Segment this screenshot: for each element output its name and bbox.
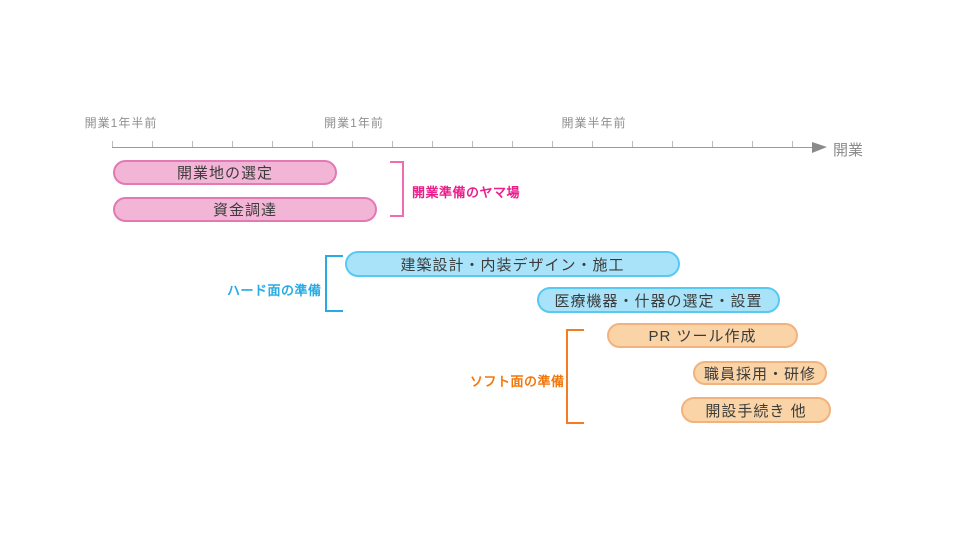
axis-label-opening: 開業 [833,142,864,159]
bar-equipment-selection-installation: 医療機器・什器の選定・設置 [537,287,780,313]
axis-label-12mo: 開業1年前 [324,116,384,130]
axis-label-6mo: 開業半年前 [561,116,627,130]
timeline-axis [112,147,815,148]
axis-arrow-icon [812,142,827,153]
bracket-hard [325,255,343,312]
bar-fundraising: 資金調達 [113,197,377,222]
group-label-hard: ハード面の準備 [227,283,322,298]
bar-architecture-interior-construction: 建築設計・内装デザイン・施工 [345,251,680,277]
group-label-peak: 開業準備のヤマ場 [412,185,521,200]
bar-opening-procedures: 開設手続き 他 [681,397,831,423]
group-label-soft: ソフト面の準備 [470,374,565,389]
bar-site-selection: 開業地の選定 [113,160,337,185]
bracket-peak [390,161,404,217]
axis-tick-marks [112,141,796,148]
bar-pr-tools: PR ツール作成 [607,323,798,348]
bracket-soft [566,329,584,424]
axis-label-18mo: 開業1年半前 [84,116,158,130]
bar-staff-recruiting-training: 職員採用・研修 [693,361,827,385]
